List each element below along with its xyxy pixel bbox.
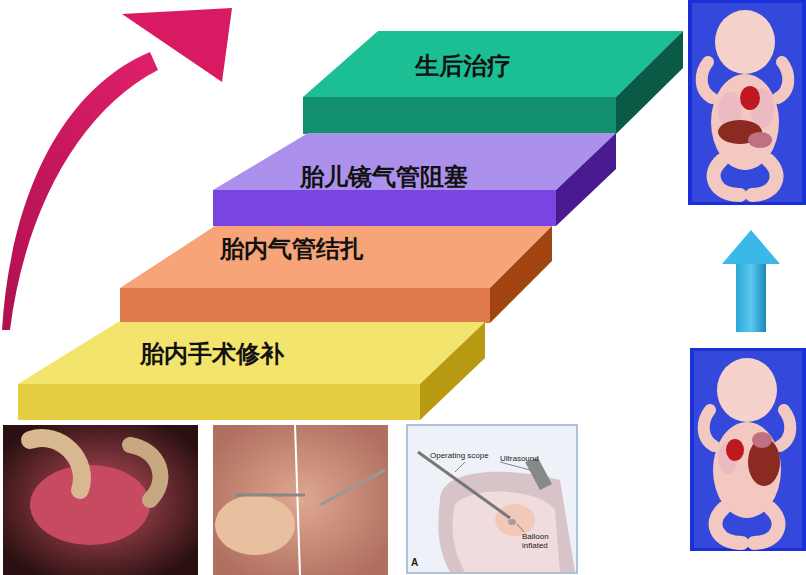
arrow-head (122, 8, 232, 82)
panel-sheen (692, 3, 802, 202)
leader-line (517, 524, 524, 532)
leader-line (500, 462, 530, 470)
stair-step: 生后治疗 (303, 31, 683, 134)
leader-line (455, 462, 465, 472)
step-label: 胎内手术修补 (140, 341, 284, 369)
heart (726, 439, 744, 461)
stair-step: 胎儿镜气管阻塞 (213, 133, 616, 226)
step-front (303, 97, 616, 134)
step-top (303, 31, 683, 97)
figure-label: Operating scope (430, 452, 489, 461)
arrow-shaft (736, 262, 766, 332)
step-side (490, 226, 552, 323)
fetoscope-diagram (407, 425, 577, 573)
heart (740, 86, 760, 110)
fetal-head (495, 504, 535, 536)
step-text-holder: 胎儿镜气管阻塞 (213, 133, 616, 161)
step-text-holder: 生后治疗 (303, 31, 683, 59)
arrow-head (722, 230, 780, 264)
stair-step: 胎内手术修补 (18, 322, 485, 420)
suture (295, 425, 300, 575)
baby-arm (702, 62, 712, 98)
baby-leg (714, 160, 740, 195)
gloved-hand (130, 445, 160, 500)
diagram-frame (407, 425, 577, 573)
bowel (748, 132, 772, 148)
surgery-photo (3, 425, 198, 575)
baby-leg (752, 160, 777, 195)
baby-leg (716, 508, 742, 543)
step-side (616, 31, 683, 134)
baby-head (717, 358, 777, 422)
baby-arm (704, 410, 714, 446)
step-side (556, 133, 616, 226)
gloved-hand (30, 438, 82, 490)
baby-panel-top (688, 0, 806, 205)
panel-ground (690, 348, 806, 551)
step-shape (303, 31, 683, 134)
step-front (18, 384, 420, 420)
step-text-holder: 胎内手术修补 (18, 322, 485, 350)
baby-leg (754, 508, 779, 543)
panel-sheen (694, 351, 802, 548)
panel-ground (688, 0, 806, 205)
step-label: 生后治疗 (415, 53, 511, 81)
baby-head (715, 10, 775, 74)
step-text-holder: 胎内气管结扎 (120, 226, 552, 254)
photo-ground (3, 425, 198, 575)
step-side (420, 322, 485, 420)
step-label: 胎内气管结扎 (220, 236, 364, 264)
balloon (508, 519, 516, 525)
step-front (120, 288, 490, 323)
figure-label: Ultrasound (500, 455, 539, 464)
instrument (235, 494, 305, 497)
amniotic-cavity (452, 492, 560, 572)
figure-label: Balloon inflated (522, 533, 564, 551)
step-label: 胎儿镜气管阻塞 (300, 164, 468, 192)
baby-arm (780, 410, 790, 446)
instrument (320, 470, 385, 505)
up-arrow (722, 230, 780, 332)
photo-ground (213, 425, 388, 575)
operating-scope (418, 452, 510, 518)
ligation-photo (213, 425, 388, 575)
step-shape (18, 322, 485, 420)
step-front (213, 190, 556, 226)
baby-arm (778, 62, 788, 98)
uterus-wall (438, 472, 575, 572)
gloved-hand (215, 495, 295, 555)
stair-step: 胎内气管结扎 (120, 226, 552, 323)
baby-panel-bottom (690, 348, 806, 551)
bowel (752, 432, 772, 448)
step-top (18, 322, 485, 384)
panel-letter: A (411, 557, 418, 568)
step-top (120, 226, 552, 288)
